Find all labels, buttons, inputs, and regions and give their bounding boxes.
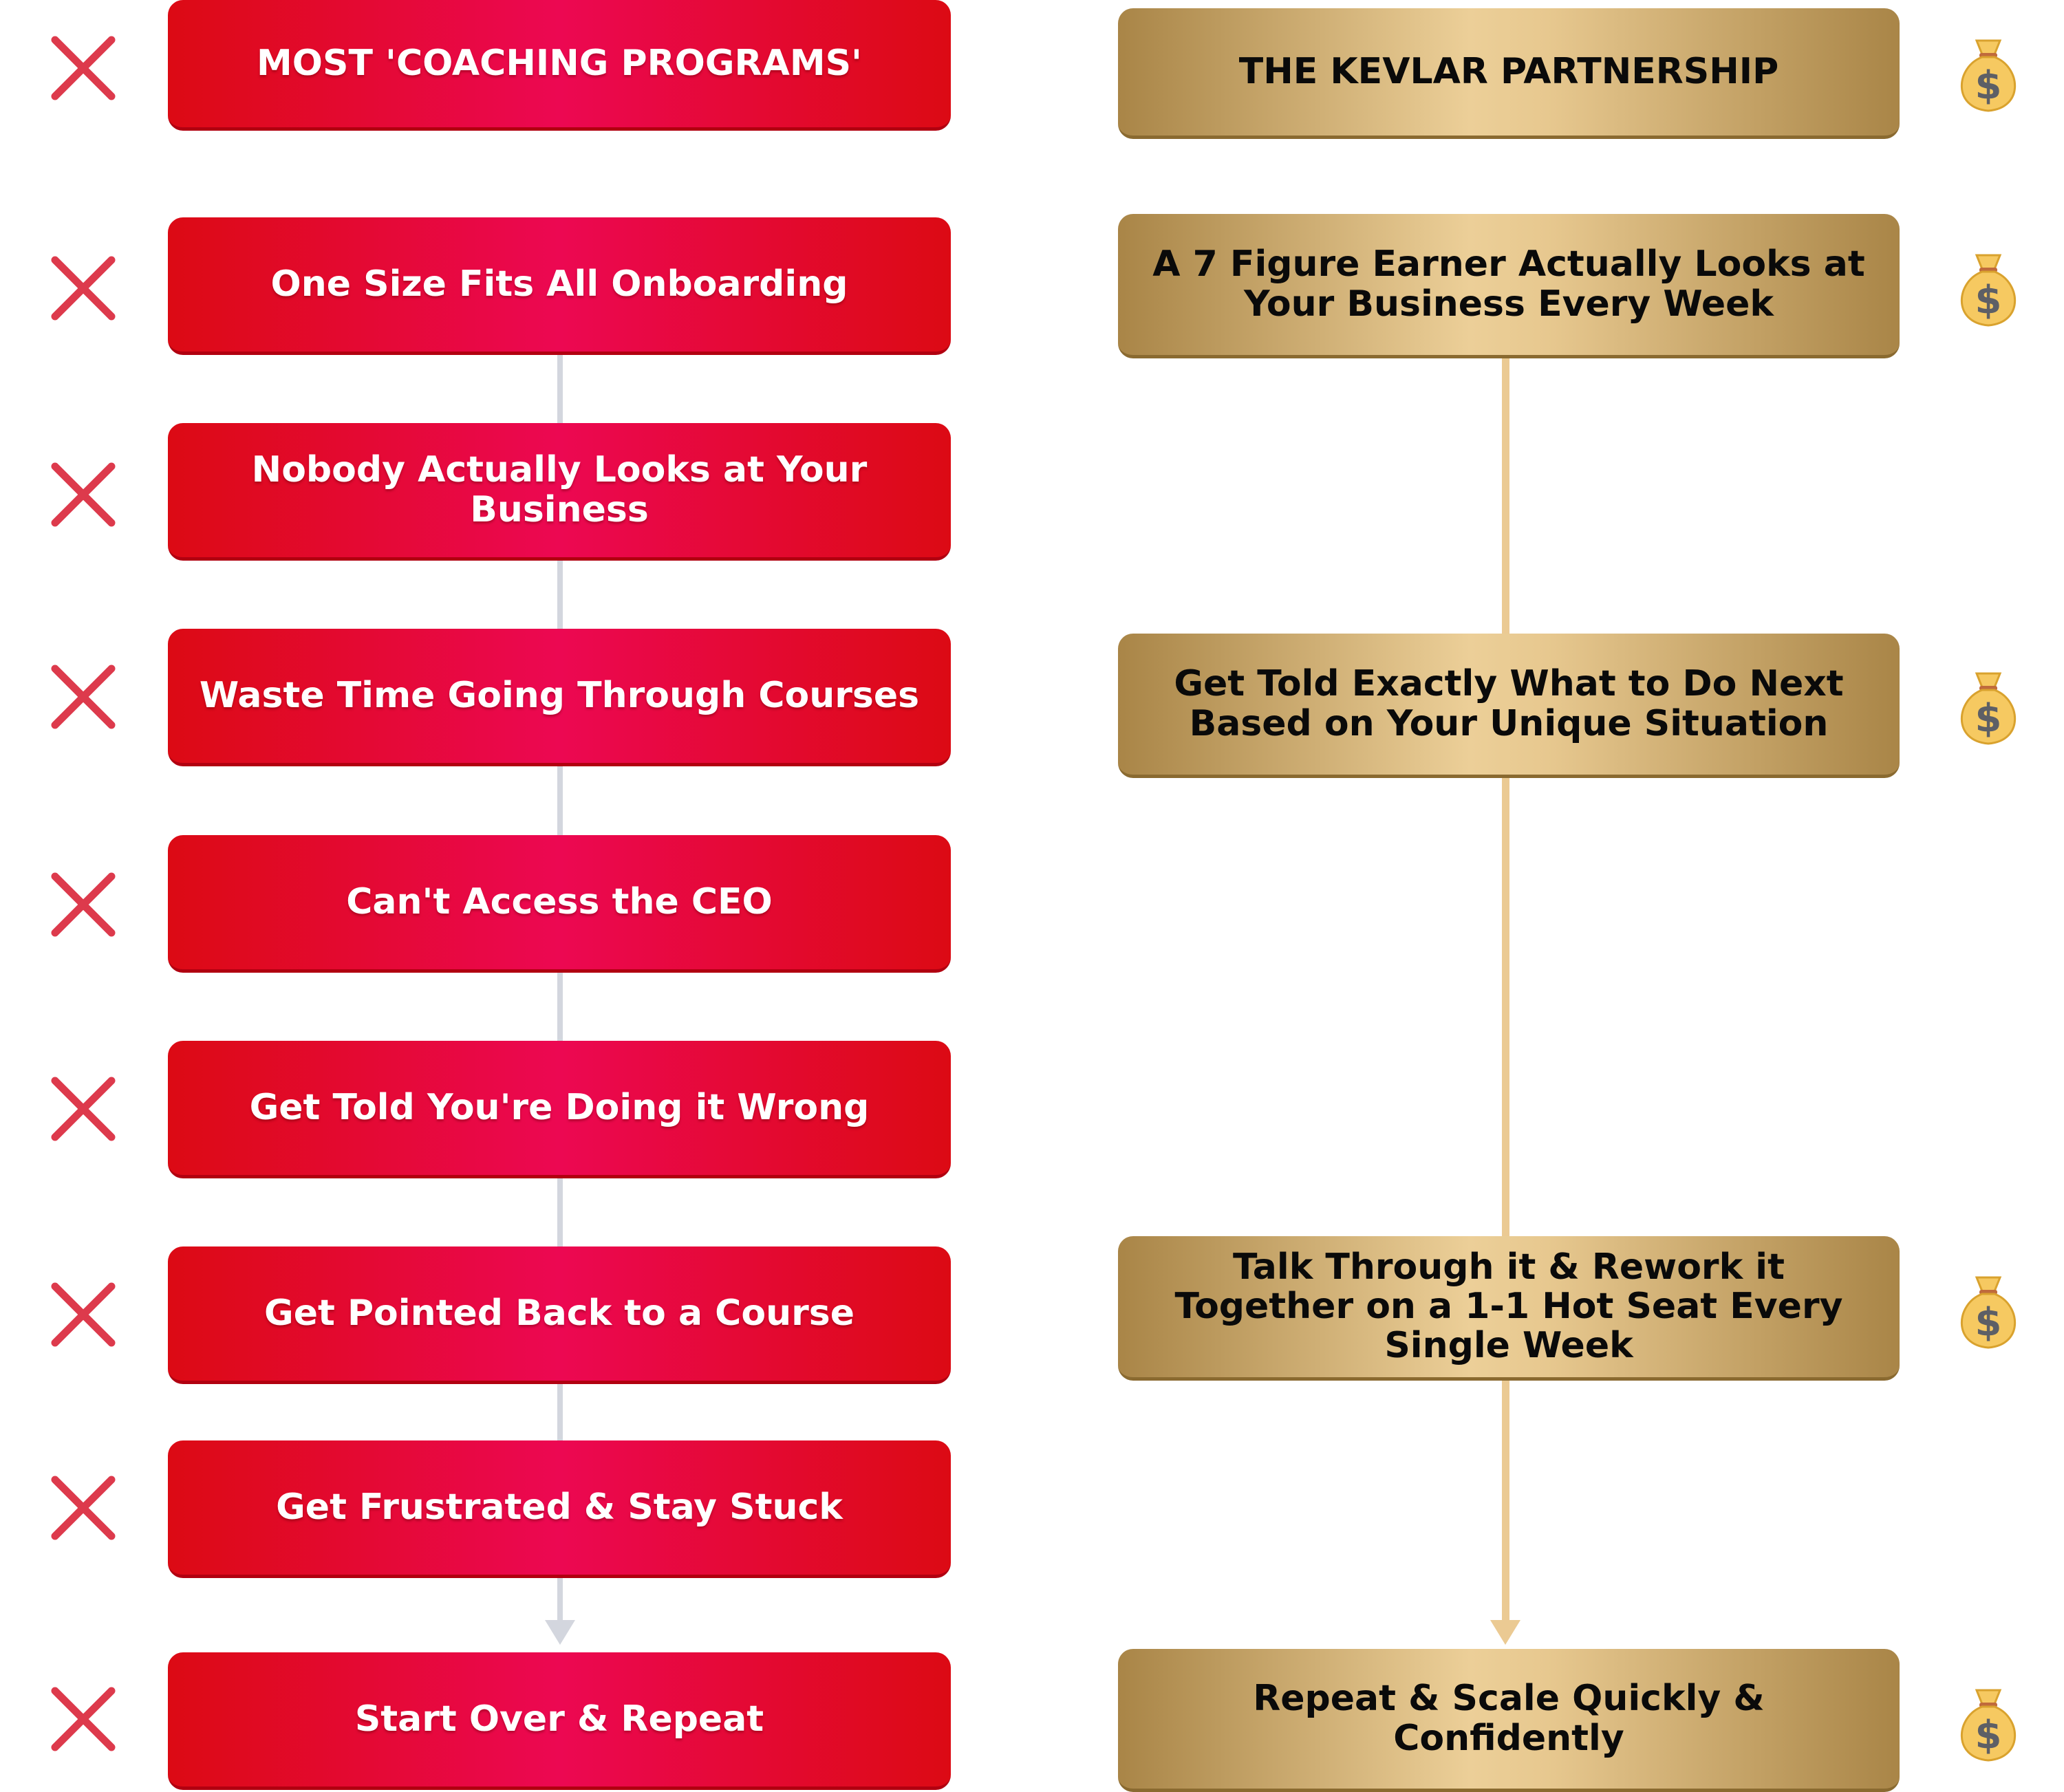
- left-step-label: Nobody Actually Looks at Your Business: [251, 449, 868, 530]
- left-step-5: Get Told You're Doing it Wrong: [168, 1041, 951, 1178]
- left-step-8: Start Over & Repeat: [168, 1652, 951, 1790]
- x-mark-icon: [50, 1281, 117, 1348]
- right-header-label: THE KEVLAR PARTNERSHIP: [1238, 50, 1779, 92]
- left-step-7: Get Frustrated & Stay Stuck: [168, 1440, 951, 1578]
- left-step-label: Can't Access the CEO: [346, 881, 773, 922]
- left-step-label: Waste Time Going Through Courses: [199, 674, 920, 716]
- x-mark-icon: [50, 255, 117, 322]
- left-step-label: One Size Fits All Onboarding: [270, 263, 848, 305]
- left-step-label: Get Pointed Back to a Course: [264, 1292, 854, 1334]
- left-step-label: Start Over & Repeat: [354, 1698, 764, 1740]
- left-step-3: Waste Time Going Through Courses: [168, 629, 951, 766]
- x-mark-icon: [50, 871, 117, 938]
- left-step-label: Get Frustrated & Stay Stuck: [276, 1486, 843, 1528]
- left-header-box: MOST 'COACHING PROGRAMS': [168, 0, 951, 131]
- x-mark-icon: [50, 1474, 117, 1542]
- left-flow-arrowhead: [545, 1620, 575, 1645]
- x-mark-icon: [50, 1075, 117, 1143]
- money-bag-icon: [1960, 1689, 2017, 1762]
- right-flow-connector: [1502, 358, 1509, 1621]
- money-bag-icon: [1960, 254, 2017, 327]
- x-mark-icon: [50, 34, 117, 102]
- right-header-box: THE KEVLAR PARTNERSHIP: [1118, 8, 1900, 139]
- money-bag-icon: [1960, 1276, 2017, 1349]
- right-step-label: Repeat & Scale Quickly & Confidently: [1253, 1678, 1765, 1759]
- right-step-2: Get Told Exactly What to Do Next Based o…: [1118, 634, 1900, 778]
- x-mark-icon: [50, 461, 117, 528]
- left-flow-connector: [557, 354, 563, 1621]
- right-step-1: A 7 Figure Earner Actually Looks at Your…: [1118, 214, 1900, 358]
- right-step-label: A 7 Figure Earner Actually Looks at Your…: [1152, 244, 1865, 325]
- left-step-2: Nobody Actually Looks at Your Business: [168, 423, 951, 561]
- right-flow-arrowhead: [1490, 1620, 1520, 1645]
- right-step-3: Talk Through it & Rework it Together on …: [1118, 1236, 1900, 1381]
- x-mark-icon: [50, 663, 117, 731]
- left-step-6: Get Pointed Back to a Course: [168, 1246, 951, 1384]
- left-step-4: Can't Access the CEO: [168, 835, 951, 973]
- right-step-label: Get Told Exactly What to Do Next Based o…: [1174, 663, 1844, 744]
- left-header-label: MOST 'COACHING PROGRAMS': [257, 42, 862, 84]
- money-bag-icon: [1960, 39, 2017, 112]
- left-step-1: One Size Fits All Onboarding: [168, 217, 951, 355]
- money-bag-icon: [1960, 672, 2017, 745]
- right-step-4: Repeat & Scale Quickly & Confidently: [1118, 1649, 1900, 1792]
- left-step-label: Get Told You're Doing it Wrong: [249, 1086, 870, 1128]
- right-step-label: Talk Through it & Rework it Together on …: [1174, 1246, 1843, 1367]
- x-mark-icon: [50, 1685, 117, 1753]
